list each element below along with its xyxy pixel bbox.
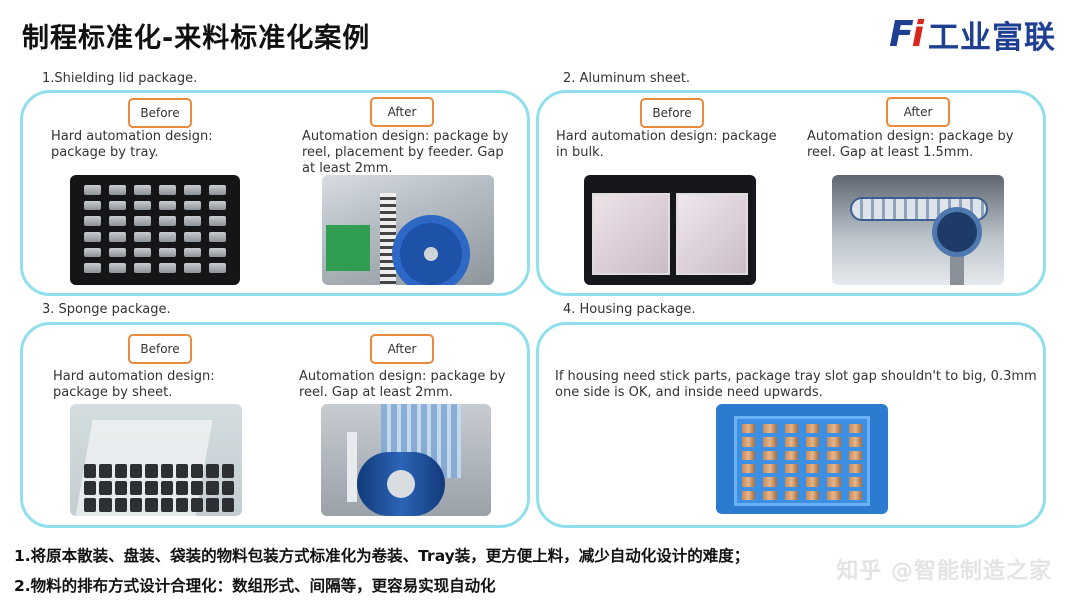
logo-text: 工业富联 [928, 20, 1056, 56]
section-title-housing: 4. Housing package. [563, 302, 696, 317]
sheet-package-photo [70, 404, 242, 516]
company-logo: Fi 工业富联 [889, 12, 1056, 57]
after-tag: After [370, 97, 434, 127]
housing-description: If housing need stick parts, package tra… [555, 369, 1037, 400]
before-description: Hard automation design: package in bulk. [556, 129, 777, 160]
section-title-sponge: 3. Sponge package. [42, 302, 171, 317]
panel-housing [536, 322, 1046, 528]
summary-note-2: 2.物料的排布方式设计合理化：数组形式、间隔等，更容易实现自动化 [14, 577, 496, 595]
panel-sponge [20, 322, 530, 528]
before-description: Hard automation design: package by tray. [51, 129, 213, 160]
before-tag: Before [128, 334, 192, 364]
before-tag: Before [128, 98, 192, 128]
watermark: 知乎 @智能制造之家 [836, 559, 1052, 584]
panel-shielding-lid [20, 90, 530, 296]
before-description: Hard automation design: package by sheet… [53, 369, 215, 400]
after-description: Automation design: package by reel, plac… [302, 129, 509, 176]
panel-aluminum-sheet [536, 90, 1046, 296]
section-title-shielding-lid: 1.Shielding lid package. [42, 71, 198, 86]
after-description: Automation design: package by reel. Gap … [299, 369, 506, 400]
summary-note-1: 1.将原本散装、盘装、袋装的物料包装方式标准化为卷装、Tray装，更方便上料，减… [14, 547, 750, 565]
section-title-aluminum-sheet: 2. Aluminum sheet. [563, 71, 691, 86]
sponge-reel-photo [321, 404, 491, 516]
logo-mark-icon: Fi [889, 14, 924, 55]
bulk-package-photo [584, 175, 756, 285]
after-description: Automation design: package by reel. Gap … [807, 129, 1014, 160]
after-tag: After [886, 97, 950, 127]
housing-tray-photo [716, 404, 888, 514]
before-tag: Before [640, 98, 704, 128]
page-title: 制程标准化-来料标准化案例 [22, 23, 371, 54]
after-tag: After [370, 334, 434, 364]
reel-feeder-photo [322, 175, 494, 285]
tray-package-photo [70, 175, 240, 285]
reel-package-photo [832, 175, 1004, 285]
